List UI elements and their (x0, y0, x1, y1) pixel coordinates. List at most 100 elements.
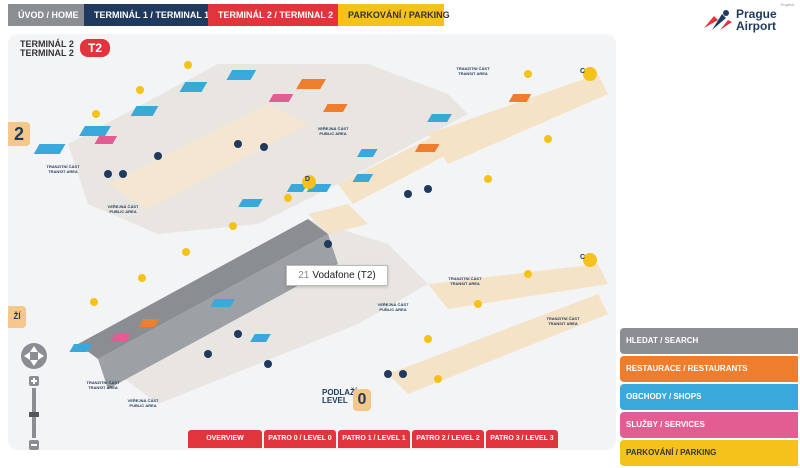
transit-area-en: TRANSIT AREA (450, 281, 480, 286)
prague-airport-logo[interactable]: Prague Airport English (702, 2, 794, 36)
shop-block (427, 114, 452, 122)
pier-d-marker (302, 175, 316, 189)
level-overview[interactable]: OVERVIEW (188, 430, 262, 448)
services-button[interactable]: SLUŽBY / SERVICES (620, 412, 798, 438)
restaurant-block (296, 79, 327, 89)
tooltip-text: Vodafone (T2) (312, 270, 376, 281)
shop-block (286, 184, 308, 192)
shop-block (226, 70, 257, 80)
facility-icon (424, 185, 432, 193)
shop-block (130, 106, 159, 116)
upper-pier-c (428, 74, 608, 164)
transit-area-label: TRANZITNÍ ČÁST TRANSIT AREA (448, 66, 498, 76)
transit-area-label: TRANZITNÍ ČÁST TRANSIT AREA (538, 316, 588, 326)
gate-marker (434, 375, 442, 383)
restaurant-block (414, 144, 440, 152)
lower-hall-roof (78, 219, 328, 359)
zoom-control (20, 342, 64, 450)
restaurant-block (322, 104, 348, 112)
tab-terminal-1[interactable]: TERMINÁL 1 / TERMINAL 1 (84, 4, 209, 26)
terminal-title-cz: TERMINÁL 2 (20, 39, 74, 49)
pier-c-lower-marker (583, 253, 597, 267)
gate-marker (524, 70, 532, 78)
transit-area-label: TRANZITNÍ ČÁST TRANSIT AREA (440, 276, 490, 286)
pan-zoom-icon[interactable] (20, 342, 64, 450)
transit-area-cz: TRANZITNÍ ČÁST (546, 316, 580, 321)
gate-marker (182, 248, 190, 256)
public-area-label: VEŘEJNÁ ČÁST PUBLIC AREA (368, 302, 418, 312)
level-indicator-cz: PODLAŽÍ (322, 388, 358, 397)
shop-block (179, 82, 208, 92)
level-indicator-number: 0 (353, 389, 371, 411)
restaurant-block (138, 319, 160, 327)
level-2[interactable]: PATRO 2 / LEVEL 2 (412, 430, 484, 448)
tab-terminal-2[interactable]: TERMINÁL 2 / TERMINAL 2 (208, 4, 338, 26)
parking-button[interactable]: PARKOVÁNÍ / PARKING (620, 440, 798, 466)
gate-marker (424, 335, 432, 343)
level-indicator-label: PODLAŽÍ LEVEL (322, 389, 357, 405)
lower-pier-d (308, 204, 368, 234)
airport-logo-icon (704, 10, 732, 30)
transit-area-label: TRANZITNÍ ČÁST TRANSIT AREA (38, 164, 88, 174)
service-block (110, 334, 131, 342)
shop-block (250, 334, 271, 342)
terminal-map[interactable]: TERMINÁL 2 TERMINAL 2 T2 2 ŽÍ C D C TRAN… (8, 34, 616, 450)
tab-home[interactable]: ÚVOD / HOME (8, 4, 84, 26)
tooltip-number: 21 (298, 270, 310, 281)
level-3[interactable]: PATRO 3 / LEVEL 3 (486, 430, 558, 448)
language-link[interactable]: English (780, 2, 794, 7)
public-area-cz: VEŘEJNÁ ČÁST (377, 302, 409, 307)
logo-text: Prague Airport (736, 8, 777, 32)
facility-icon (399, 370, 407, 378)
restaurants-button[interactable]: RESTAURACE / RESTAURANTS (620, 356, 798, 382)
level-selector: OVERVIEW PATRO 0 / LEVEL 0 PATRO 1 / LEV… (188, 430, 558, 448)
gate-marker (524, 270, 532, 278)
gate-marker (138, 274, 146, 282)
gate-marker (544, 135, 552, 143)
logo-line-1: Prague (736, 7, 777, 21)
level-0-side-badge[interactable]: ŽÍ (8, 306, 26, 328)
service-block (268, 94, 294, 102)
public-area-label: VEŘEJNÁ ČÁST PUBLIC AREA (118, 398, 168, 408)
restaurant-block (508, 94, 532, 102)
logo-line-2: Airport (736, 19, 776, 33)
terminal-badge: T2 (80, 39, 110, 57)
category-panel: HLEDAT / SEARCH RESTAURACE / RESTAURANTS… (620, 328, 798, 468)
facility-icon (234, 330, 242, 338)
transit-area-en: TRANSIT AREA (548, 321, 578, 326)
top-navigation: ÚVOD / HOME TERMINÁL 1 / TERMINAL 1 TERM… (8, 4, 450, 26)
map-drawing[interactable] (8, 34, 616, 450)
gate-marker (474, 300, 482, 308)
shop-block (210, 299, 236, 307)
pier-c-label: C (580, 68, 586, 75)
level-2-badge[interactable]: 2 (8, 122, 30, 146)
public-area-en: PUBLIC AREA (129, 403, 157, 408)
shop-block (352, 174, 374, 182)
level-1[interactable]: PATRO 1 / LEVEL 1 (338, 430, 410, 448)
shop-block (33, 144, 66, 154)
shop-block (238, 199, 263, 207)
search-button[interactable]: HLEDAT / SEARCH (620, 328, 798, 354)
gate-marker (92, 110, 100, 118)
shops-button[interactable]: OBCHODY / SHOPS (620, 384, 798, 410)
public-area-cz: VEŘEJNÁ ČÁST (107, 204, 139, 209)
lower-hall-front (98, 234, 338, 389)
facility-icon (154, 152, 162, 160)
transit-area-label: TRANZITNÍ ČÁST TRANSIT AREA (78, 380, 128, 390)
pier-c-marker (583, 67, 597, 81)
public-area-label: VEŘEJNÁ ČÁST PUBLIC AREA (98, 204, 148, 214)
public-area-label: VEŘEJNÁ ČÁST PUBLIC AREA (308, 126, 358, 136)
facility-icon (384, 370, 392, 378)
facility-icon (260, 143, 268, 151)
public-area-en: PUBLIC AREA (109, 209, 137, 214)
gate-marker (284, 194, 292, 202)
transit-area-cz: TRANZITNÍ ČÁST (46, 164, 80, 169)
facility-icon (404, 190, 412, 198)
gate-marker (90, 298, 98, 306)
shop-block (79, 126, 111, 136)
shop-block (356, 149, 378, 157)
public-area-cz: VEŘEJNÁ ČÁST (127, 398, 159, 403)
tab-parking[interactable]: PARKOVÁNÍ / PARKING (338, 4, 450, 26)
level-0[interactable]: PATRO 0 / LEVEL 0 (264, 430, 336, 448)
